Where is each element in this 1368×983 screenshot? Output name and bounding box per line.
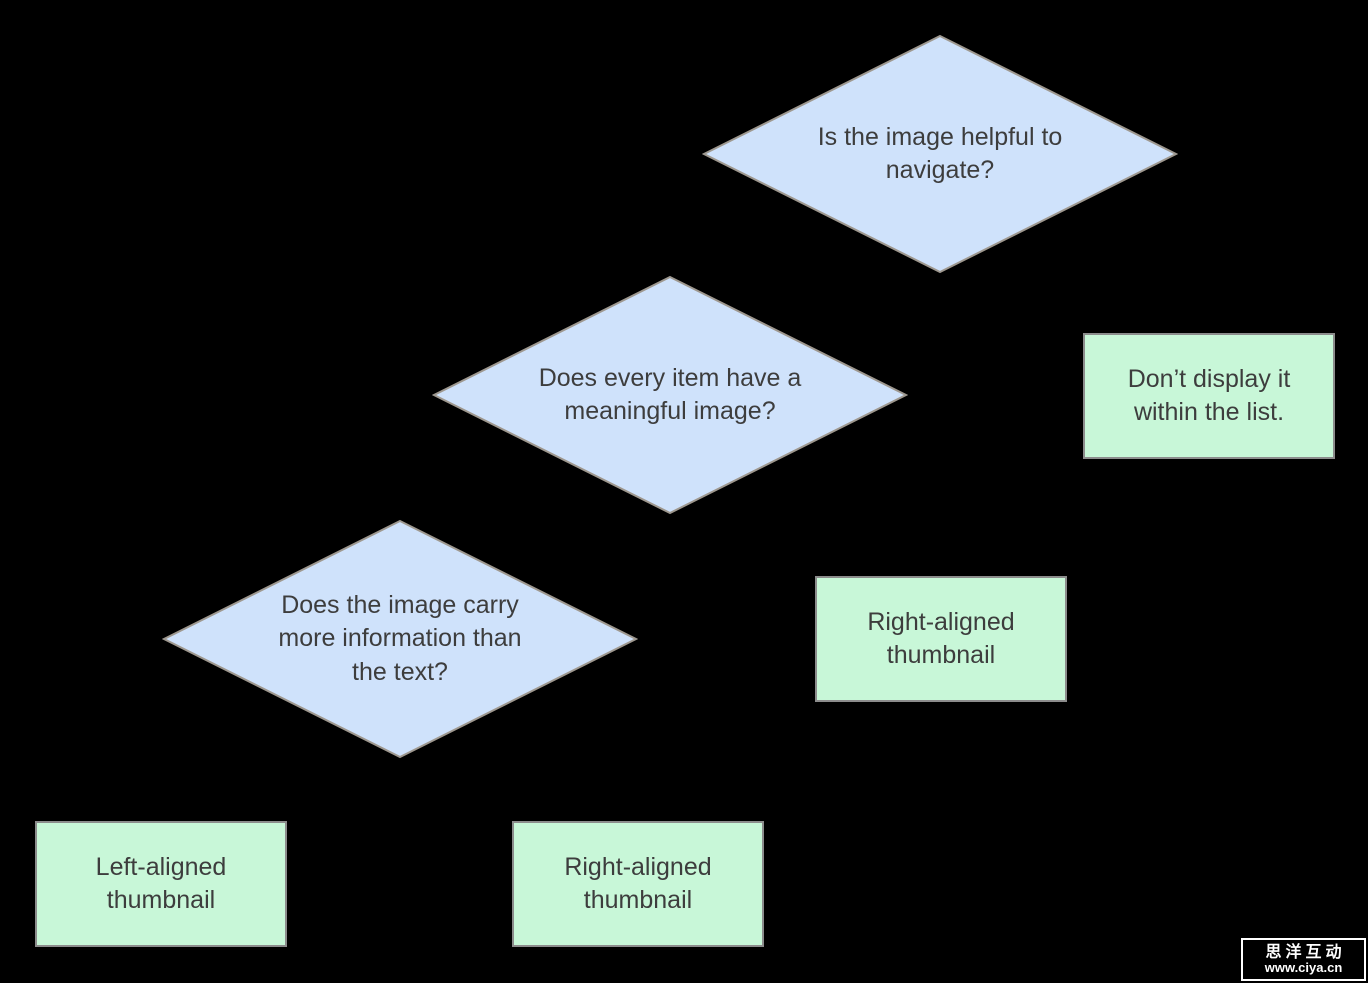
outcome-right-aligned-thumbnail-bottom: Right-aligned thumbnail xyxy=(512,821,764,947)
decision-image-helpful-to-navigate: Is the image helpful to navigate? xyxy=(702,34,1178,274)
decision-image-carries-more-information: Does the image carry more information th… xyxy=(162,519,638,759)
outcome-right-aligned-thumbnail-middle: Right-aligned thumbnail xyxy=(815,576,1067,702)
diamond-shape xyxy=(162,519,638,759)
watermark: 思洋互动 www.ciya.cn xyxy=(1241,938,1366,981)
outcome-dont-display-within-list: Don’t display it within the list. xyxy=(1083,333,1335,459)
outcome-label: Left-aligned thumbnail xyxy=(95,852,227,914)
outcome-label: Right-aligned thumbnail xyxy=(867,607,1015,669)
watermark-url-text: www.ciya.cn xyxy=(1264,960,1343,976)
decision-every-item-meaningful-image: Does every item have a meaningful image? xyxy=(432,275,908,515)
outcome-label: Right-aligned thumbnail xyxy=(564,852,712,914)
diamond-shape xyxy=(702,34,1178,274)
diamond-shape xyxy=(432,275,908,515)
outcome-left-aligned-thumbnail: Left-aligned thumbnail xyxy=(35,821,287,947)
outcome-label: Don’t display it within the list. xyxy=(1127,364,1291,426)
watermark-brand-text: 思洋互动 xyxy=(1265,943,1346,961)
